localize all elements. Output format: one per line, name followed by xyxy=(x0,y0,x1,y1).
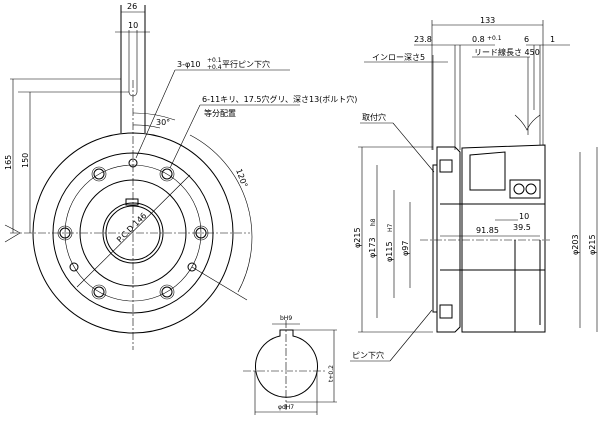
pin-hole-tol-lower: +0.4 xyxy=(207,64,222,71)
front-view: 26 10 165 150 3-φ10 +0.1 +0.4 平行ピン下穴 6-1… xyxy=(4,2,357,350)
counterbore xyxy=(159,166,175,182)
angle-arc-120 xyxy=(189,134,253,293)
lead-wire-icon xyxy=(4,224,21,243)
leader-line xyxy=(135,69,176,159)
dim-0-8: 0.8 xyxy=(472,35,485,44)
slot-end xyxy=(128,91,138,97)
dia-97: φ97 xyxy=(401,241,410,256)
dim-26: 26 xyxy=(127,2,137,11)
dia-173: φ173 xyxy=(368,237,377,258)
equal-spacing-note: 等分配置 xyxy=(204,108,236,118)
bolt-hole xyxy=(59,227,71,239)
bolt-hole-note: 6-11キリ、17.5穴グリ、深さ13(ボルト穴) xyxy=(202,94,357,104)
leader-line xyxy=(169,104,201,169)
dim-133: 133 xyxy=(480,16,495,25)
pin-hole-note: 3-φ10 xyxy=(177,60,200,69)
spigot xyxy=(432,164,438,313)
mounting-hole-label: 取付穴 xyxy=(362,112,386,122)
counterbore xyxy=(193,225,209,241)
counterbore xyxy=(57,225,73,241)
dia-115: φ115 xyxy=(385,241,394,262)
bolt-hole xyxy=(195,227,207,239)
bearing xyxy=(509,179,541,199)
flange xyxy=(436,146,461,333)
dim-39-5: 39.5 xyxy=(513,223,531,232)
ext-line xyxy=(191,266,248,301)
angle-30: 30° xyxy=(156,118,170,127)
counterbore xyxy=(91,284,107,300)
dim-150: 150 xyxy=(21,153,30,168)
dim-91-85: 91.85 xyxy=(476,226,499,235)
dim-10-side: 10 xyxy=(519,212,529,221)
dia-115-tol: H7 xyxy=(387,223,394,232)
bolt-hole xyxy=(161,286,173,298)
angle-arc-30 xyxy=(132,112,176,121)
dim-6: 6 xyxy=(524,35,529,44)
pin-hole-label: 平行ピン下穴 xyxy=(222,59,270,69)
side-view: 133 23.8 0.8 +0.1 インロー深さ5 リード線長さ 450 6 1 xyxy=(350,16,598,362)
bolt-holes xyxy=(57,158,209,300)
mounting-hole xyxy=(439,159,453,173)
pin-hole-label: ピン下穴 xyxy=(352,350,384,360)
pin-hole xyxy=(187,262,197,272)
dia-173-tol: h8 xyxy=(370,218,377,226)
angle-120: 120° xyxy=(234,168,249,189)
leader-line xyxy=(392,122,435,173)
keyed-bore xyxy=(255,329,318,398)
dia-215-left: φ215 xyxy=(353,227,362,248)
pcd-line xyxy=(76,174,191,288)
bolt-hole xyxy=(93,286,105,298)
lead-wire-icon xyxy=(514,114,541,131)
keyway xyxy=(125,198,139,206)
pin-hole xyxy=(439,304,453,319)
coil xyxy=(469,151,506,191)
pin-hole xyxy=(128,158,138,168)
dim-1: 1 xyxy=(550,35,555,44)
angle-arc xyxy=(132,124,161,129)
pin-hole xyxy=(69,262,79,272)
lead-length: リード線長さ 450 xyxy=(474,47,540,57)
leader-line xyxy=(389,309,433,362)
dia-203: φ203 xyxy=(571,234,580,255)
bolt-hole xyxy=(161,168,173,180)
keyway-detail: t+0.2 bH9 φdH7 xyxy=(243,315,337,415)
pcd-label: P.C.D 146 xyxy=(115,211,148,244)
key-depth: t+0.2 xyxy=(328,365,335,382)
dia-215-right: φ215 xyxy=(588,234,597,255)
key-width: bH9 xyxy=(280,315,292,322)
spigot-depth: インロー深さ5 xyxy=(372,53,425,62)
bore-dia: φdH7 xyxy=(278,404,294,411)
dim-165: 165 xyxy=(4,155,13,170)
housing xyxy=(461,144,546,333)
dim-10: 10 xyxy=(128,21,138,30)
bolt-hole xyxy=(93,168,105,180)
counterbore xyxy=(91,166,107,182)
bearing-ball xyxy=(525,183,537,195)
counterbore xyxy=(159,284,175,300)
pin-hole-tol-upper: +0.1 xyxy=(207,57,222,64)
dim-0-8-tol: +0.1 xyxy=(487,35,502,42)
dim-23-8: 23.8 xyxy=(414,35,432,44)
bearing-ball xyxy=(513,183,525,195)
